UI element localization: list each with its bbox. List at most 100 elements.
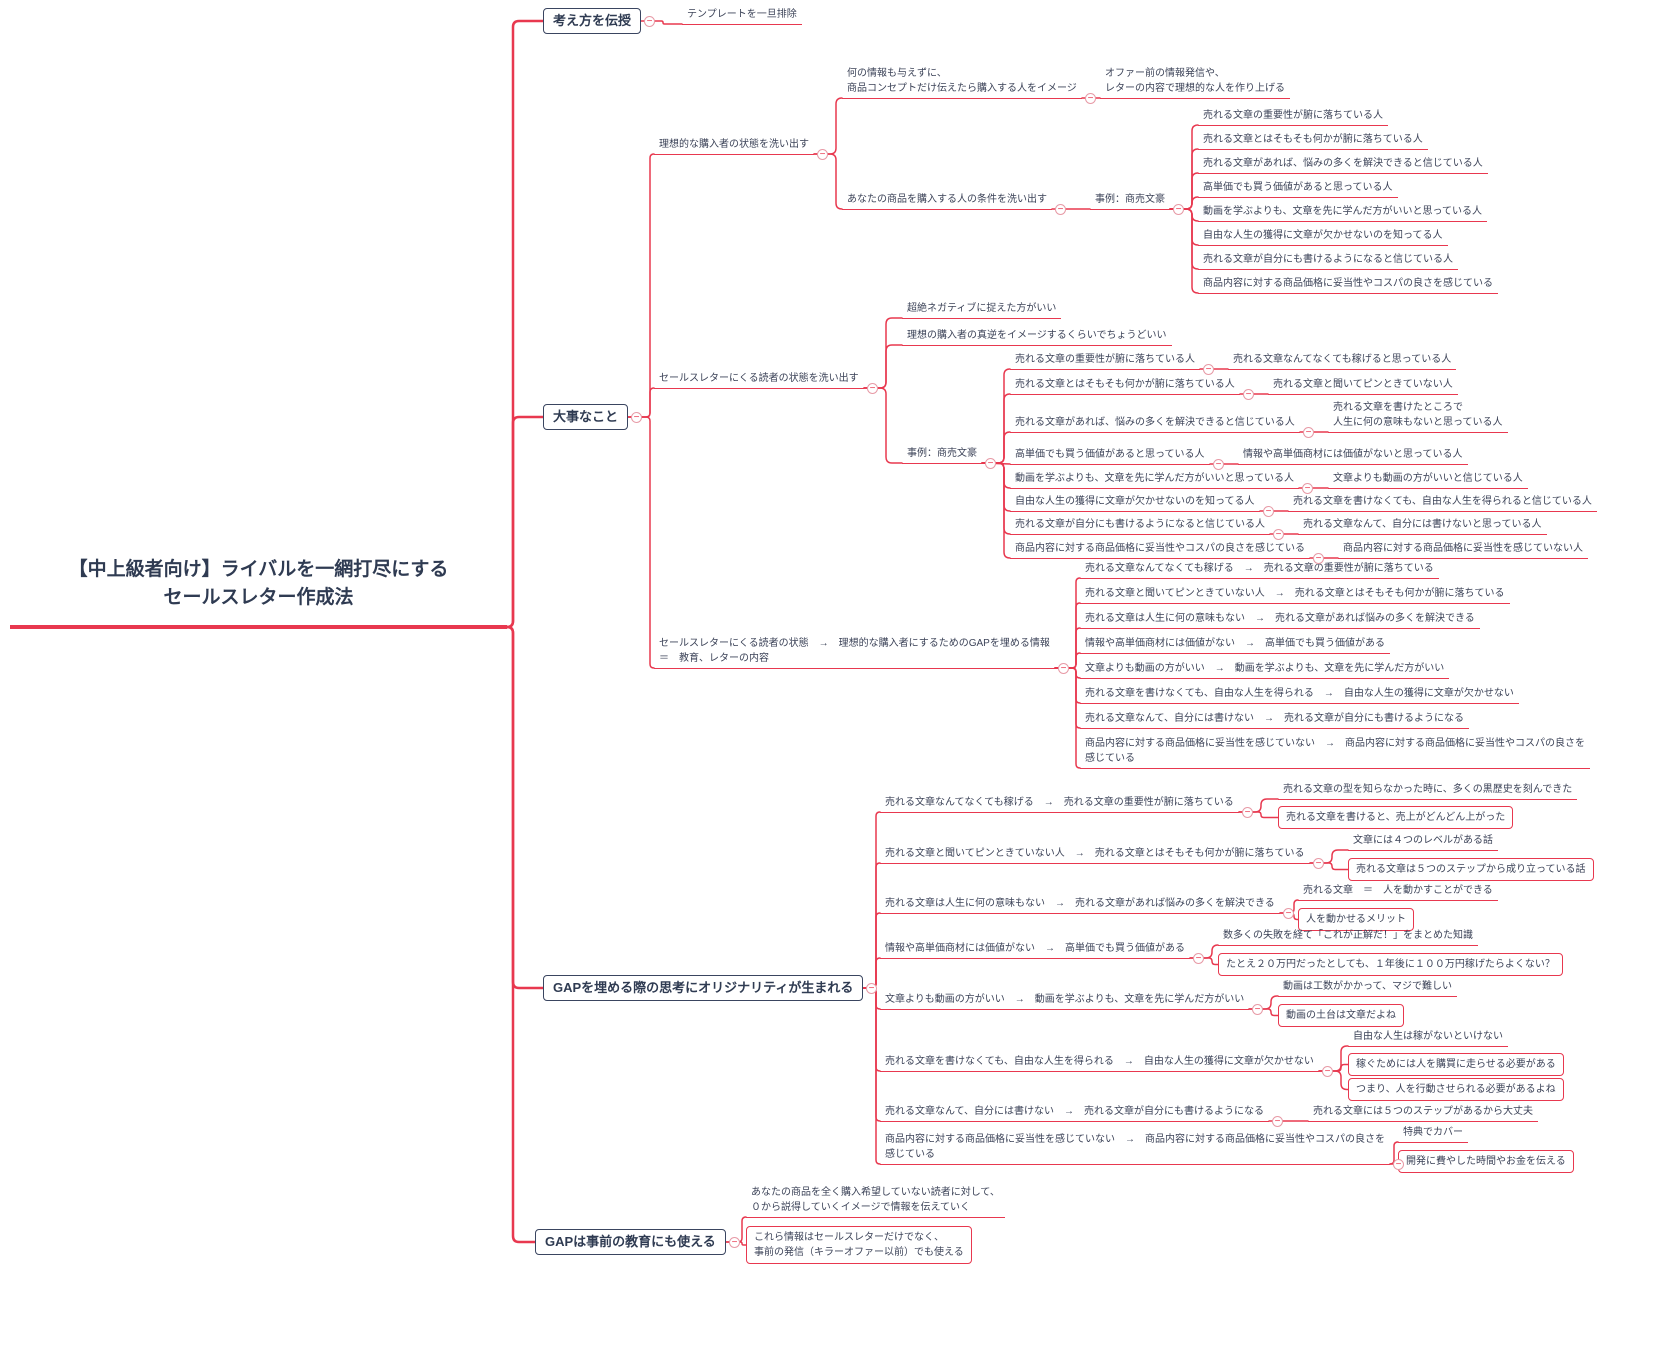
node-imagine-opposite-of-ideal[interactable]: 理想の購入者の真逆をイメージするくらいでちょうどいい bbox=[902, 328, 1172, 346]
node-ideal-state-2[interactable]: 売れる文章とはそもそも何かが腑に落ちている人 bbox=[1010, 377, 1240, 395]
node-gap-think-3-story-b[interactable]: 人を動かせるメリット bbox=[1298, 908, 1414, 931]
collapse-toggle[interactable]: − bbox=[817, 148, 828, 160]
collapse-toggle[interactable]: − bbox=[1058, 662, 1069, 674]
main-topic-important-things[interactable]: 大事なこと bbox=[543, 404, 629, 430]
node-list-buyer-conditions[interactable]: あなたの商品を購入する人の条件を洗い出す bbox=[842, 192, 1052, 210]
node-reader-state-2[interactable]: 売れる文章と聞いてピンときていない人 bbox=[1268, 377, 1458, 395]
node-build-ideal-via-pre-offer[interactable]: オファー前の情報発信や、レターの内容で理想的な人を作り上げる bbox=[1100, 66, 1290, 99]
node-ideal-state-6[interactable]: 自由な人生の獲得に文章が欠かせないのを知ってる人 bbox=[1010, 494, 1260, 512]
collapse-toggle[interactable]: − bbox=[866, 982, 877, 994]
collapse-toggle[interactable]: − bbox=[1322, 1065, 1333, 1077]
collapse-toggle[interactable]: − bbox=[1243, 388, 1254, 400]
node-ideal-state-4[interactable]: 高単価でも買う価値があると思っている人 bbox=[1010, 447, 1210, 465]
node-gap-think-1-story-b[interactable]: 売れる文章を書けると、売上がどんどん上がった bbox=[1278, 806, 1514, 829]
collapse-toggle[interactable]: − bbox=[1303, 426, 1314, 438]
main-topic-teach-mindset[interactable]: 考え方を伝授 bbox=[543, 8, 642, 34]
collapse-toggle[interactable]: − bbox=[985, 457, 996, 469]
node-ideal-condition-8[interactable]: 商品内容に対する商品価格に妥当性やコスパの良さを感じている bbox=[1198, 276, 1498, 294]
node-gap-think-6-story-b[interactable]: 稼ぐためには人を購買に走らせる必要がある bbox=[1348, 1053, 1564, 1076]
node-gap-think-5-story-b[interactable]: 動画の土台は文章だよね bbox=[1278, 1004, 1404, 1027]
node-gap-think-8[interactable]: 商品内容に対する商品価格に妥当性を感じていない → 商品内容に対する商品価格に妥… bbox=[880, 1132, 1390, 1165]
node-ideal-state-7[interactable]: 売れる文章が自分にも書けるようになると信じている人 bbox=[1010, 517, 1270, 535]
collapse-toggle[interactable]: − bbox=[631, 411, 642, 423]
node-identify-ideal-buyer[interactable]: 理想的な購入者の状態を洗い出す bbox=[654, 137, 814, 155]
node-identify-reader-state[interactable]: セールスレターにくる読者の状態を洗い出す bbox=[654, 371, 864, 389]
node-gap-filling-info[interactable]: セールスレターにくる読者の状態 → 理想的な購入者にするためのGAPを埋める情報… bbox=[654, 636, 1055, 669]
node-example-shoubai-bungou-2[interactable]: 事例：商売文豪 bbox=[902, 446, 982, 464]
node-gap-map-6[interactable]: 売れる文章を書けなくても、自由な人生を得られる → 自由な人生の獲得に文章が欠か… bbox=[1080, 686, 1519, 704]
node-gap-think-6-story-c[interactable]: つまり、人を行動させられる必要があるよね bbox=[1348, 1078, 1564, 1101]
node-reader-state-7[interactable]: 売れる文章なんて、自分には書けないと思っている人 bbox=[1298, 517, 1547, 535]
node-gap-think-2[interactable]: 売れる文章と聞いてピンときていない人 → 売れる文章とはそもそも何かが腑に落ちて… bbox=[880, 846, 1310, 864]
collapse-toggle[interactable]: − bbox=[1283, 907, 1294, 919]
node-gap-think-2-story-b[interactable]: 売れる文章は５つのステップから成り立っている話 bbox=[1348, 858, 1594, 881]
node-ideal-state-3[interactable]: 売れる文章があれば、悩みの多くを解決できると信じている人 bbox=[1010, 415, 1300, 433]
node-gap-think-4-story-b[interactable]: たとえ２０万円だったとしても、１年後に１００万円稼げたらよくない？ bbox=[1218, 953, 1563, 976]
node-gap-think-3[interactable]: 売れる文章は人生に何の意味もない → 売れる文章があれば悩みの多くを解決できる bbox=[880, 896, 1280, 914]
node-ideal-condition-1[interactable]: 売れる文章の重要性が腑に落ちている人 bbox=[1198, 108, 1388, 126]
node-gap-map-2[interactable]: 売れる文章と聞いてピンときていない人 → 売れる文章とはそもそも何かが腑に落ちて… bbox=[1080, 586, 1510, 604]
collapse-toggle[interactable]: − bbox=[867, 382, 878, 394]
node-gap-think-3-story-a[interactable]: 売れる文章 ＝ 人を動かすことができる bbox=[1298, 883, 1498, 901]
node-gap-map-1[interactable]: 売れる文章なんてなくても稼げる → 売れる文章の重要性が腑に落ちている bbox=[1080, 561, 1439, 579]
node-persuade-from-zero[interactable]: あなたの商品を全く購入希望していない読者に対して、０から説得していくイメージで情… bbox=[746, 1185, 1005, 1218]
node-ideal-state-1[interactable]: 売れる文章の重要性が腑に落ちている人 bbox=[1010, 352, 1200, 370]
node-gap-think-7[interactable]: 売れる文章なんて、自分には書けない → 売れる文章が自分にも書けるようになる bbox=[880, 1104, 1269, 1122]
node-gap-think-5-story-a[interactable]: 動画は工数がかかって、マジで難しい bbox=[1278, 979, 1457, 997]
collapse-toggle[interactable]: − bbox=[1302, 482, 1313, 494]
node-gap-think-7-story-a[interactable]: 売れる文章には５つのステップがあるから大丈夫 bbox=[1308, 1104, 1538, 1122]
node-reader-state-8[interactable]: 商品内容に対する商品価格に妥当性を感じていない人 bbox=[1338, 541, 1588, 559]
node-gap-think-4[interactable]: 情報や高単価商材には価値がない → 高単価でも買う価値がある bbox=[880, 941, 1190, 959]
collapse-toggle[interactable]: − bbox=[1055, 203, 1066, 215]
node-imagine-buyer-from-concept[interactable]: 何の情報も与えずに、商品コンセプトだけ伝えたら購入する人をイメージ bbox=[842, 66, 1082, 99]
node-gap-map-7[interactable]: 売れる文章なんて、自分には書けない → 売れる文章が自分にも書けるようになる bbox=[1080, 711, 1469, 729]
node-ideal-condition-7[interactable]: 売れる文章が自分にも書けるようになると信じている人 bbox=[1198, 252, 1458, 270]
collapse-toggle[interactable]: − bbox=[729, 1236, 740, 1248]
node-gap-think-6[interactable]: 売れる文章を書けなくても、自由な人生を得られる → 自由な人生の獲得に文章が欠か… bbox=[880, 1054, 1319, 1072]
node-ideal-condition-4[interactable]: 高単価でも買う価値があると思っている人 bbox=[1198, 180, 1398, 198]
central-topic[interactable]: 【中上級者向け】ライバルを一網打尽にするセールスレター作成法 bbox=[10, 556, 507, 629]
collapse-toggle[interactable]: − bbox=[1242, 806, 1253, 818]
collapse-toggle[interactable]: − bbox=[1085, 92, 1096, 104]
node-usable-before-offer[interactable]: これら情報はセールスレターだけでなく、事前の発信（キラーオファー以前）でも使える bbox=[746, 1226, 972, 1264]
collapse-toggle[interactable]: − bbox=[1393, 1158, 1404, 1170]
node-remove-template[interactable]: テンプレートを一旦排除 bbox=[682, 7, 802, 25]
node-ideal-state-8[interactable]: 商品内容に対する商品価格に妥当性やコスパの良さを感じている bbox=[1010, 541, 1310, 559]
collapse-toggle[interactable]: − bbox=[644, 15, 655, 27]
collapse-toggle[interactable]: − bbox=[1263, 505, 1274, 517]
node-reader-state-6[interactable]: 売れる文章を書けなくても、自由な人生を得られると信じている人 bbox=[1288, 494, 1597, 512]
node-reader-state-1[interactable]: 売れる文章なんてなくても稼げると思っている人 bbox=[1228, 352, 1457, 370]
collapse-toggle[interactable]: − bbox=[1203, 363, 1214, 375]
collapse-toggle[interactable]: − bbox=[1173, 203, 1184, 215]
node-gap-map-4[interactable]: 情報や高単価商材には価値がない → 高単価でも買う価値がある bbox=[1080, 636, 1390, 654]
node-gap-think-8-story-a[interactable]: 特典でカバー bbox=[1398, 1125, 1468, 1143]
node-gap-think-6-story-a[interactable]: 自由な人生は稼がないといけない bbox=[1348, 1029, 1508, 1047]
node-ideal-condition-3[interactable]: 売れる文章があれば、悩みの多くを解決できると信じている人 bbox=[1198, 156, 1488, 174]
node-reader-state-4[interactable]: 情報や高単価商材には価値がないと思っている人 bbox=[1238, 447, 1468, 465]
node-gap-think-1[interactable]: 売れる文章なんてなくても稼げる → 売れる文章の重要性が腑に落ちている bbox=[880, 795, 1239, 813]
node-ideal-condition-2[interactable]: 売れる文章とはそもそも何かが腑に落ちている人 bbox=[1198, 132, 1428, 150]
node-gap-map-8[interactable]: 商品内容に対する商品価格に妥当性を感じていない → 商品内容に対する商品価格に妥… bbox=[1080, 736, 1590, 769]
node-gap-map-3[interactable]: 売れる文章は人生に何の意味もない → 売れる文章があれば悩みの多くを解決できる bbox=[1080, 611, 1480, 629]
node-reader-state-3[interactable]: 売れる文章を書けたところで人生に何の意味もないと思っている人 bbox=[1328, 400, 1508, 433]
node-gap-think-5[interactable]: 文章よりも動画の方がいい → 動画を学ぶよりも、文章を先に学んだ方がいい bbox=[880, 992, 1250, 1010]
node-gap-map-5[interactable]: 文章よりも動画の方がいい → 動画を学ぶよりも、文章を先に学んだ方がいい bbox=[1080, 661, 1450, 679]
node-gap-think-2-story-a[interactable]: 文章には４つのレベルがある話 bbox=[1348, 833, 1498, 851]
node-gap-think-8-story-b[interactable]: 開発に費やした時間やお金を伝える bbox=[1398, 1150, 1574, 1173]
node-ideal-state-5[interactable]: 動画を学ぶよりも、文章を先に学んだ方がいいと思っている人 bbox=[1010, 471, 1299, 489]
collapse-toggle[interactable]: − bbox=[1313, 857, 1324, 869]
node-example-shoubai-bungou-1[interactable]: 事例：商売文豪 bbox=[1090, 192, 1170, 210]
node-ideal-condition-6[interactable]: 自由な人生の獲得に文章が欠かせないのを知ってる人 bbox=[1198, 228, 1448, 246]
collapse-toggle[interactable]: − bbox=[1273, 528, 1284, 540]
collapse-toggle[interactable]: − bbox=[1193, 952, 1204, 964]
collapse-toggle[interactable]: − bbox=[1252, 1003, 1263, 1015]
main-topic-gap-originality[interactable]: GAPを埋める際の思考にオリジナリティが生まれる bbox=[543, 975, 864, 1001]
node-gap-think-1-story-a[interactable]: 売れる文章の型を知らなかった時に、多くの黒歴史を刻んできた bbox=[1278, 782, 1578, 800]
collapse-toggle[interactable]: − bbox=[1213, 458, 1224, 470]
main-topic-gap-pre-education[interactable]: GAPは事前の教育にも使える bbox=[535, 1229, 726, 1255]
node-gap-think-4-story-a[interactable]: 数多くの失敗を経て「これが正解だ！」をまとめた知識 bbox=[1218, 928, 1478, 946]
node-reader-state-5[interactable]: 文章よりも動画の方がいいと信じている人 bbox=[1328, 471, 1528, 489]
node-ideal-condition-5[interactable]: 動画を学ぶよりも、文章を先に学んだ方がいいと思っている人 bbox=[1198, 204, 1487, 222]
collapse-toggle[interactable]: − bbox=[1272, 1115, 1283, 1127]
collapse-toggle[interactable]: − bbox=[1313, 552, 1324, 564]
